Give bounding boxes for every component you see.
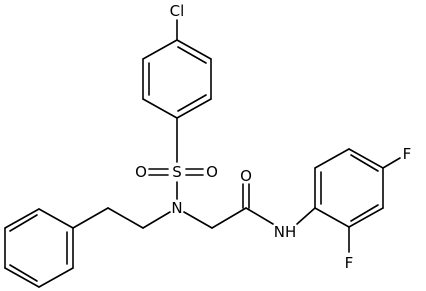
bond-ring2-c <box>4 267 40 288</box>
bond-ring2-e-inner <box>9 214 38 232</box>
bond-ring2-b <box>38 267 74 288</box>
bond-ring1-d <box>142 98 178 119</box>
atom-f-para: F <box>403 145 412 163</box>
bond-ring3-c-inner <box>350 154 379 172</box>
bond-ch2a-ch2b <box>107 207 144 229</box>
bond-ring2-c-inner <box>9 264 38 282</box>
bond-ring3-f <box>314 207 350 228</box>
bond-ring1-c <box>176 98 212 119</box>
bond-ring1-c-inner <box>177 94 207 112</box>
bond-n-ch2 <box>183 211 213 229</box>
bond-ring1-a-inner <box>177 46 207 64</box>
atom-cl: Cl <box>170 2 185 20</box>
atom-labels: Cl S O O N O NH F F <box>135 2 411 272</box>
bond-ring2-f <box>38 208 74 229</box>
bond-ch2-co <box>211 207 247 229</box>
bond-ring3-c <box>348 148 384 169</box>
bond-ch2b-ph <box>72 207 109 229</box>
bond-ring2-e <box>4 208 40 229</box>
bond-ring3-e <box>348 207 384 228</box>
bond-ring1-f <box>142 39 178 60</box>
atom-f-ortho: F <box>345 254 354 272</box>
atom-n-sulfonamide: N <box>171 199 182 217</box>
bond-c-f-para <box>382 157 401 169</box>
bonds <box>4 19 401 288</box>
atom-o-right: O <box>206 163 218 181</box>
atom-o-left: O <box>135 163 147 181</box>
bond-c-nh <box>245 207 274 225</box>
atom-s: S <box>172 163 182 181</box>
bond-n-ch2a <box>142 211 171 229</box>
bond-ring3-b <box>314 148 350 169</box>
atom-o-carbonyl: O <box>240 167 252 185</box>
bond-nh-ar <box>296 207 316 225</box>
atom-nh-amide: NH <box>274 223 297 241</box>
bond-ring1-a <box>176 39 212 60</box>
bond-ring3-e-inner <box>350 204 379 222</box>
